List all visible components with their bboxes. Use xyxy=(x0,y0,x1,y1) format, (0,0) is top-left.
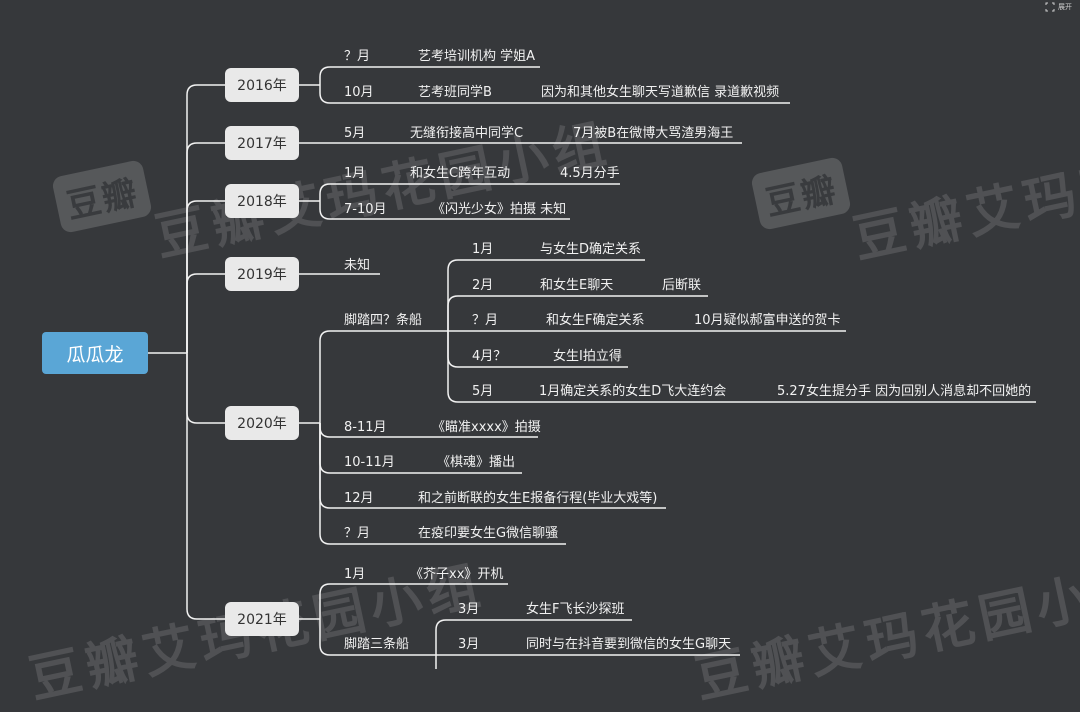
entry-text: 1月确定关系的女生D飞大连约会 xyxy=(539,384,727,399)
entry-date: ？月 xyxy=(472,313,499,328)
entry-text: 与女生D确定关系 xyxy=(540,242,642,257)
entry-date: 3月 xyxy=(458,637,480,652)
entry-text: 在疫印要女生G微信聊骚 xyxy=(418,526,559,541)
entry-text: 女生I拍立得 xyxy=(553,349,622,364)
fullscreen-label: 展开 xyxy=(1058,3,1072,11)
entry-extra: 后断联 xyxy=(662,278,702,293)
entry-extra: 5.27女生提分手 因为回别人消息却不回她的 xyxy=(777,384,1032,399)
connector-line xyxy=(447,259,645,331)
entry-date: 2月 xyxy=(472,278,494,293)
entry-date: ？月 xyxy=(344,49,371,64)
entry-date: 1月 xyxy=(472,242,494,257)
entry-text: 和女生C跨年互动 xyxy=(410,166,511,181)
entry-date: ？月 xyxy=(344,526,371,541)
connector-line xyxy=(186,353,225,620)
fullscreen-button[interactable]: 展开 xyxy=(1045,2,1072,12)
connector-line xyxy=(319,85,790,104)
entry-text: 和女生F确定关系 xyxy=(546,313,645,328)
connector-line xyxy=(447,295,708,331)
connector-line xyxy=(186,353,225,424)
entry-date: 3月 xyxy=(458,602,480,617)
year-node-2018[interactable]: 2018年 xyxy=(225,184,299,218)
connector-line xyxy=(186,273,225,353)
entry-date: 8-11月 xyxy=(344,420,387,435)
entry-extra: 4.5月分手 xyxy=(560,166,620,181)
entry-text: 同时与在抖音要到微信的女生G聊天 xyxy=(526,637,732,652)
year-node-2017[interactable]: 2017年 xyxy=(225,126,299,160)
entry-text: 《闪光少女》拍摄 未知 xyxy=(432,202,567,217)
entry-date: 1月 xyxy=(344,166,366,181)
mindmap-canvas: 豆瓣艾玛花园小组 豆瓣艾玛花园小组 豆瓣 豆瓣 豆瓣艾玛花园小组 豆瓣艾玛花园小… xyxy=(24,2,1080,710)
entry-date: 5月 xyxy=(472,384,494,399)
entry-date: 7-10月 xyxy=(344,202,387,217)
entry-date: 10-11月 xyxy=(344,455,395,470)
year-node-2019[interactable]: 2019年 xyxy=(225,257,299,291)
entry-extra: 7月被B在微博大骂渣男海王 xyxy=(573,126,734,141)
entry-text: 《棋魂》播出 xyxy=(437,455,516,470)
connector-line xyxy=(186,84,225,353)
connector-line xyxy=(435,619,632,655)
connector-line xyxy=(319,619,420,656)
entry-date: 12月 xyxy=(344,491,374,506)
entry-date: 1月 xyxy=(344,567,366,582)
connector-line xyxy=(447,331,1036,403)
entry-extra: 10月疑似郝富申送的贺卡 xyxy=(694,313,841,328)
connector-line xyxy=(319,201,570,220)
entry-text: 《瞄准xxxx》拍摄 xyxy=(432,420,541,435)
entry-text: 女生F飞长沙探班 xyxy=(526,602,625,617)
year-node-2020[interactable]: 2020年 xyxy=(225,406,299,440)
branch-label: 脚踏三条船 xyxy=(344,637,410,652)
entry-date: 未知 xyxy=(344,258,371,273)
entry-text: 艺考培训机构 学姐A xyxy=(418,49,536,64)
connector-line xyxy=(319,66,540,85)
entry-text: 无缝衔接高中同学C xyxy=(410,126,524,141)
connector-line xyxy=(186,200,225,353)
entry-date: 4月？ xyxy=(472,349,507,364)
connector-line xyxy=(319,583,508,619)
entry-extra: 因为和其他女生聊天写道歉信 录道歉视频 xyxy=(541,85,780,100)
branch-label: 脚踏四？条船 xyxy=(344,313,423,328)
connector-lines xyxy=(148,66,1036,669)
fullscreen-icon xyxy=(1045,2,1055,12)
entry-date: 10月 xyxy=(344,85,374,100)
entry-text: 和女生E聊天 xyxy=(540,278,614,293)
entry-date: 5月 xyxy=(344,126,366,141)
connector-line xyxy=(319,330,430,423)
root-node[interactable]: 瓜瓜龙 xyxy=(42,332,148,374)
connector-line xyxy=(319,183,620,201)
entry-text: 和之前断联的女生E报备行程(毕业大戏等) xyxy=(418,491,658,506)
year-node-2021[interactable]: 2021年 xyxy=(225,602,299,636)
connector-line xyxy=(319,423,566,545)
entry-text: 艺考班同学B xyxy=(418,85,492,100)
entry-text: 《芥子xx》开机 xyxy=(410,567,504,582)
year-node-2016[interactable]: 2016年 xyxy=(225,68,299,102)
connector-line xyxy=(186,142,225,353)
